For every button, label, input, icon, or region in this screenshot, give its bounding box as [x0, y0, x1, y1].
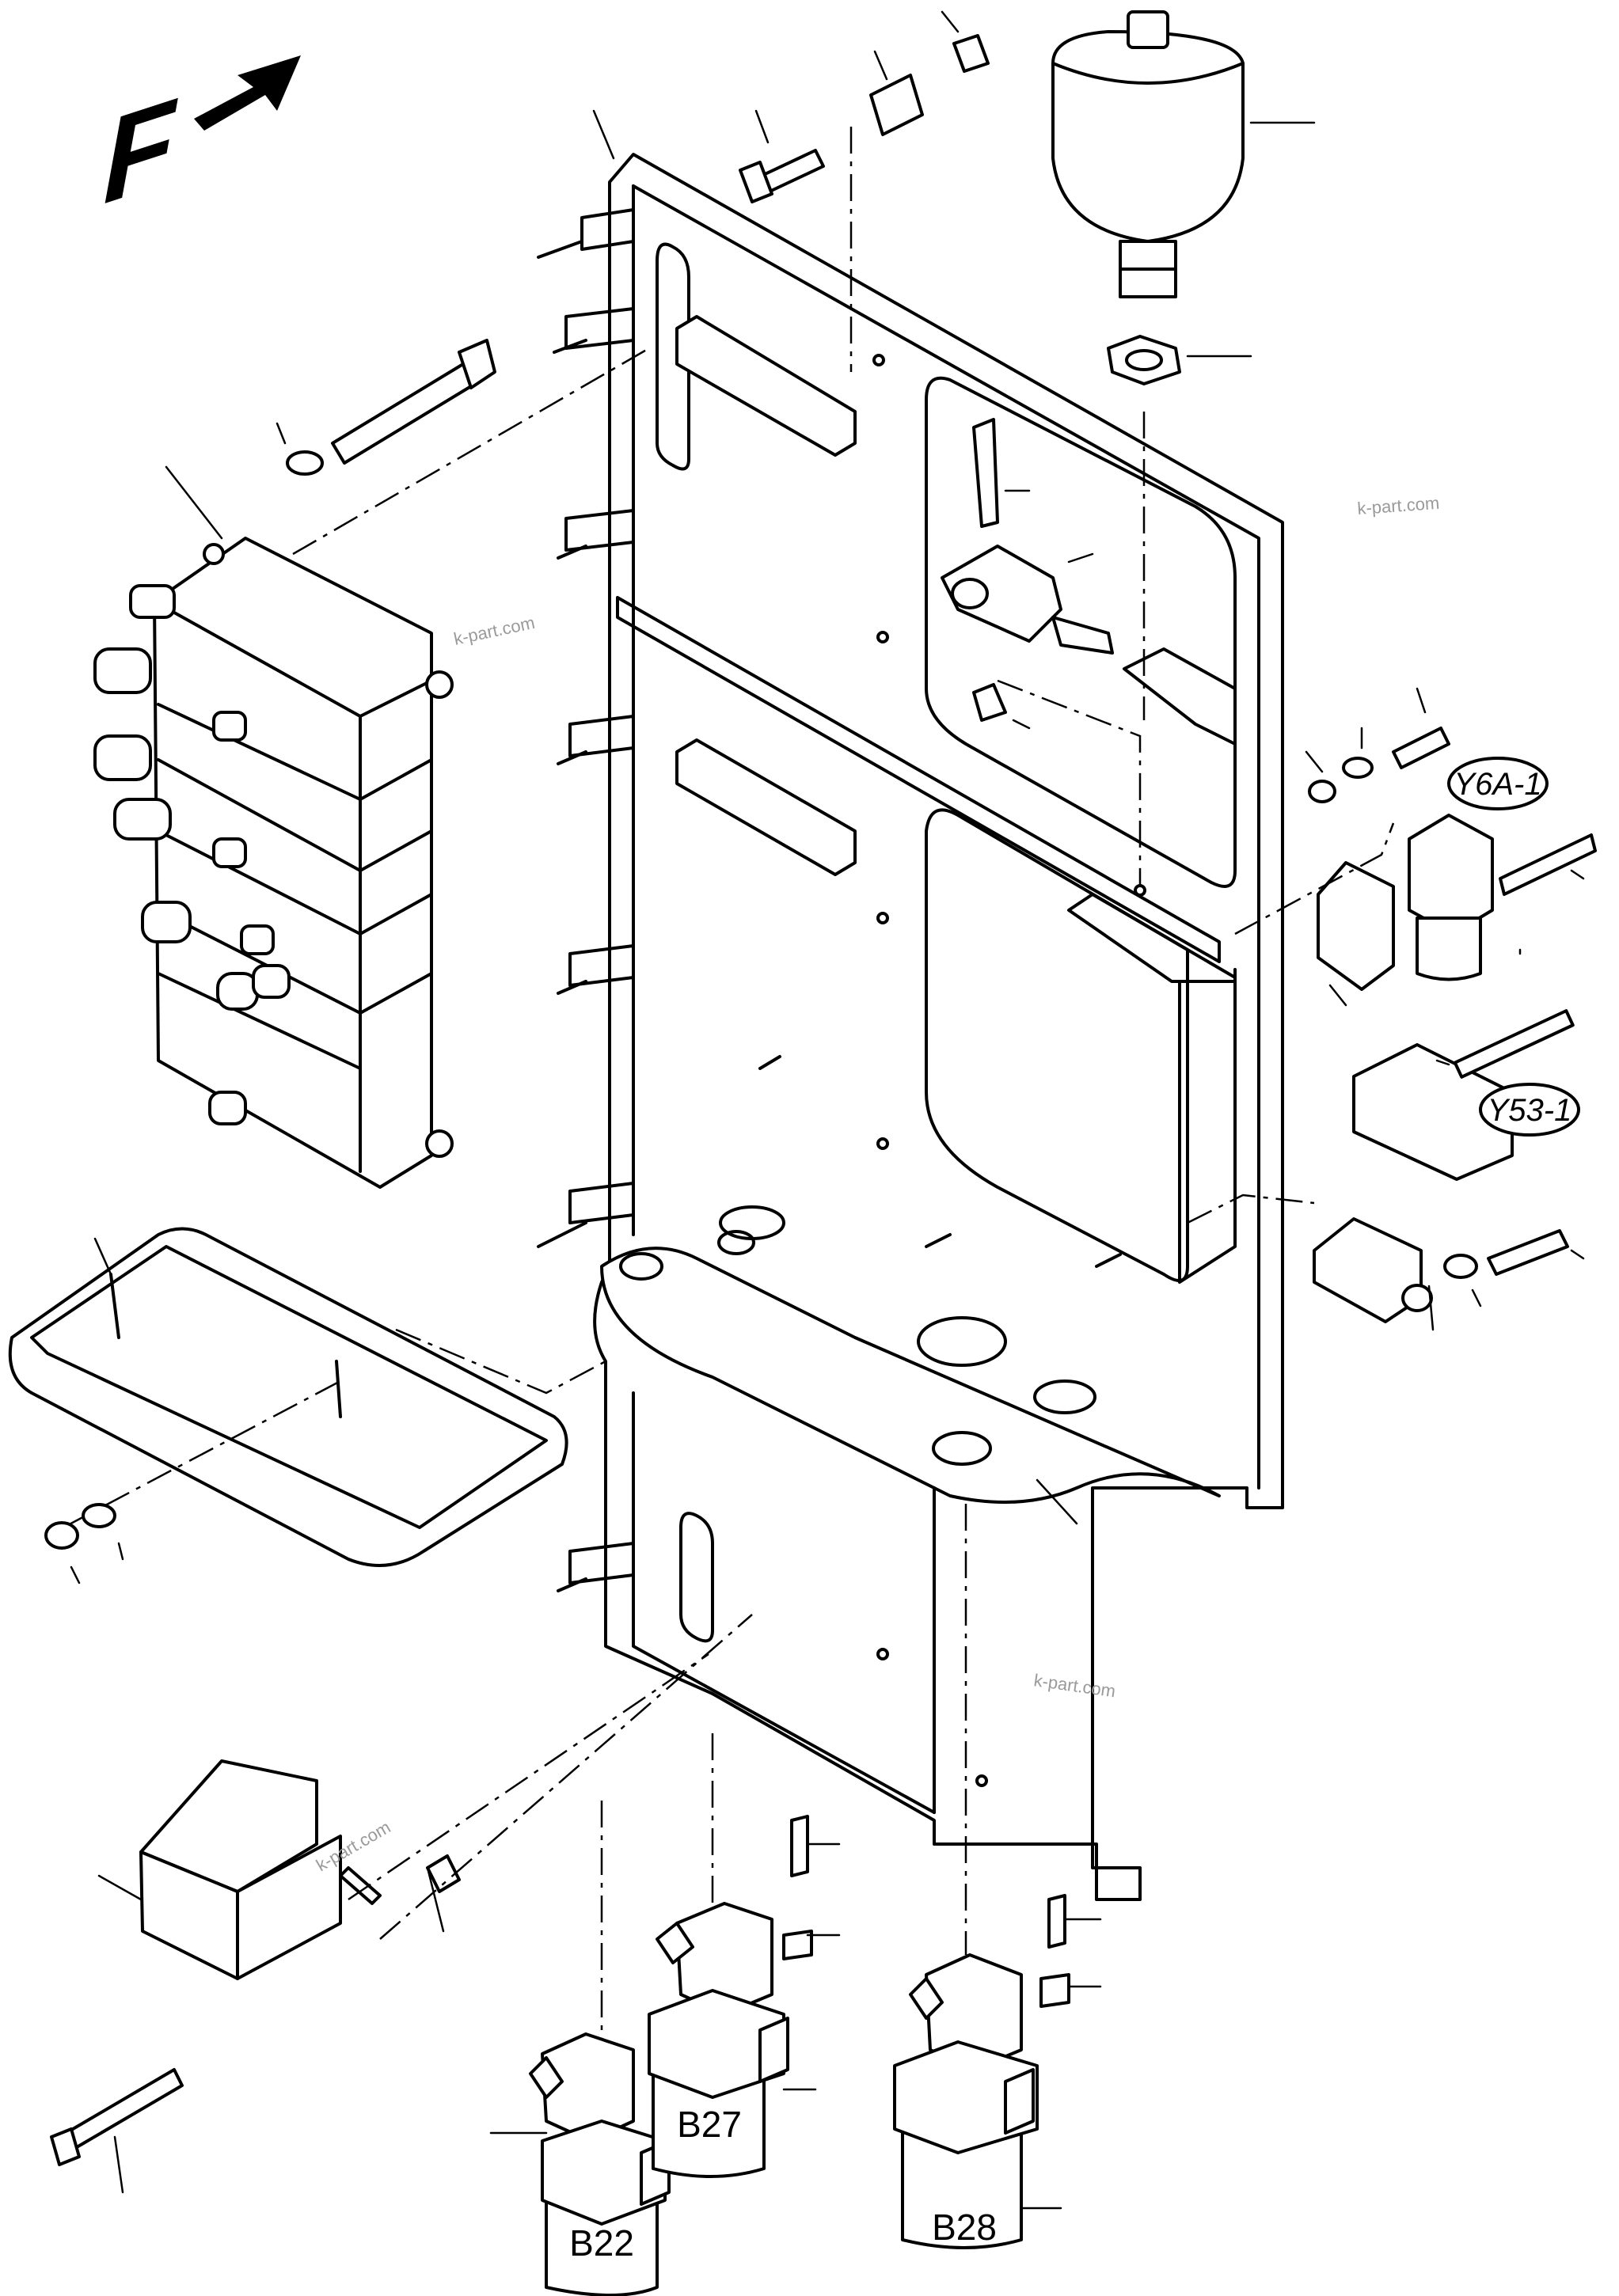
y53-nut-washer [1401, 1254, 1478, 1312]
pressure-filter-b27 [648, 1733, 813, 2178]
label-b28: B28 [932, 2207, 997, 2248]
component-labels: Y6A-1 Y53-1 B22 B27 B28 [569, 757, 1580, 2264]
label-b22: B22 [569, 2222, 634, 2264]
callout-leader-lines [70, 10, 1585, 2210]
front-direction-marker: F [103, 55, 301, 230]
relief-valve-block [50, 1614, 753, 2166]
pressure-switch-block [941, 412, 1146, 886]
drip-tray [8, 1227, 606, 1567]
pressure-filter-b28 [893, 1504, 1070, 2249]
solenoid-valve-y53 [1187, 1009, 1575, 1323]
direction-arrow-icon [194, 55, 301, 131]
top-bolt-spacer-nut [739, 34, 990, 372]
solenoid-valve-y6a [1234, 727, 1597, 991]
y6a-nut-washer [1308, 757, 1374, 803]
plate-holes [619, 354, 1146, 1787]
direction-letter: F [103, 72, 179, 230]
watermark: k-part.com [1357, 493, 1440, 518]
pressure-filter-b22 [529, 1801, 671, 2296]
accumulator [1051, 10, 1245, 385]
label-y6a: Y6A-1 [1454, 767, 1541, 802]
mounting-plate [537, 153, 1284, 1901]
label-y53: Y53-1 [1488, 1093, 1572, 1128]
valve-fittings [93, 543, 454, 1158]
mounting-tabs-left [537, 208, 635, 1592]
watermark: k-part.com [452, 613, 537, 649]
label-b27: B27 [677, 2104, 742, 2145]
control-valve-block [93, 347, 650, 1189]
long-bolt [286, 339, 496, 476]
